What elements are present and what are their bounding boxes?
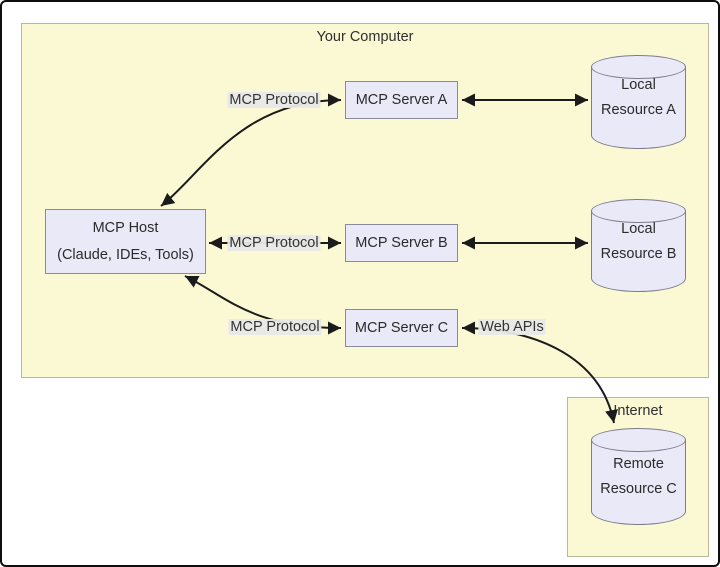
remote-resource-c-line1: Remote xyxy=(613,456,664,472)
local-resource-b-label: Local Resource B xyxy=(591,199,686,267)
mcp-server-b-node: MCP Server B xyxy=(345,224,458,262)
mcp-host-subtitle: (Claude, IDEs, Tools) xyxy=(57,246,194,263)
mcp-host-node: MCP Host (Claude, IDEs, Tools) xyxy=(45,209,206,274)
remote-resource-c-cylinder: Remote Resource C xyxy=(591,428,686,525)
edge-label-mcp-protocol-a: MCP Protocol xyxy=(227,92,321,108)
cylinder-top-shape xyxy=(591,55,686,79)
mcp-server-c-label: MCP Server C xyxy=(354,319,449,336)
local-resource-a-line1: Local xyxy=(621,77,656,93)
edge-label-web-apis: Web APIs xyxy=(478,319,546,335)
local-resource-a-cylinder: Local Resource A xyxy=(591,55,686,149)
remote-resource-c-line2: Resource C xyxy=(600,481,677,497)
cylinder-body-shape xyxy=(591,211,686,292)
cylinder-top-shape xyxy=(591,199,686,223)
cylinder-body-shape xyxy=(591,67,686,149)
local-resource-b-cylinder: Local Resource B xyxy=(591,199,686,292)
edge-label-mcp-protocol-c: MCP Protocol xyxy=(228,319,322,335)
edge-server-c-web-resource-c xyxy=(461,321,618,424)
mcp-host-title: MCP Host xyxy=(92,219,159,236)
mcp-server-c-node: MCP Server C xyxy=(345,309,458,347)
local-resource-b-line1: Local xyxy=(621,221,656,237)
edge-label-mcp-protocol-b: MCP Protocol xyxy=(227,235,321,251)
edge-host-protocol-server-a xyxy=(160,93,342,207)
internet-title: Internet xyxy=(613,403,663,419)
your-computer-title: Your Computer xyxy=(316,29,414,45)
local-resource-a-label: Local Resource A xyxy=(591,55,686,123)
mcp-server-a-node: MCP Server A xyxy=(345,81,458,119)
cylinder-body-shape xyxy=(591,440,686,525)
local-resource-b-line2: Resource B xyxy=(600,246,677,262)
cylinder-top-shape xyxy=(591,428,686,452)
mcp-server-b-label: MCP Server B xyxy=(355,234,448,251)
local-resource-a-line2: Resource A xyxy=(601,102,676,118)
mcp-server-a-label: MCP Server A xyxy=(355,91,448,108)
remote-resource-c-label: Remote Resource C xyxy=(591,428,686,502)
